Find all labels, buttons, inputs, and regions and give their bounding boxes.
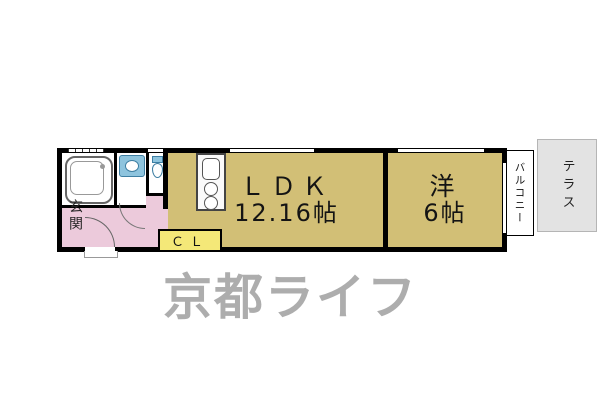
stove-burner-icon — [204, 196, 218, 210]
toilet-window — [148, 148, 163, 153]
western-area: 6帖 — [423, 198, 467, 227]
watermark: 京都ライフ — [163, 269, 419, 326]
closet-label: ＣＬ — [170, 235, 209, 250]
washbasin-bowl — [125, 160, 139, 172]
entrance-label: 玄関 — [67, 199, 83, 233]
kitchen-sink — [202, 158, 220, 180]
western-label-group: 洋 6帖 — [388, 153, 502, 247]
bathtub-inner — [70, 161, 104, 195]
interior-wall — [383, 153, 388, 247]
stove-burner-icon — [204, 182, 218, 196]
ldk-label-group: ＬＤＫ 12.16帖 — [168, 153, 383, 247]
balcony-strip: バルコニー — [506, 150, 534, 236]
building-outline: 玄関 ＬＤＫ 12.16帖 洋 6帖 ＣＬ — [57, 148, 507, 253]
western-window — [398, 148, 484, 153]
bathtub-faucet-icon — [100, 164, 105, 169]
closet-box: ＣＬ — [158, 229, 222, 252]
ldk-area: 12.16帖 — [234, 198, 339, 227]
toilet-bowl — [152, 163, 163, 178]
toilet-icon — [152, 156, 163, 163]
washroom — [117, 153, 146, 208]
bathtub-icon — [65, 156, 113, 204]
balcony-window — [502, 163, 507, 233]
bath-window — [68, 148, 104, 153]
kitchen-icon — [196, 153, 226, 211]
bathroom — [62, 153, 117, 208]
toilet-room — [146, 153, 163, 196]
interior-wall — [163, 153, 168, 247]
western-label: 洋 — [429, 172, 461, 202]
washbasin-icon — [119, 155, 145, 177]
ldk-label: ＬＤＫ — [239, 172, 333, 202]
balcony-label: バルコニー — [513, 161, 526, 225]
western-room: 洋 6帖 — [388, 153, 502, 247]
terrace-box: テラス — [537, 139, 597, 232]
terrace-label: テラス — [559, 158, 575, 213]
hall-to-ldk-opening — [163, 209, 168, 233]
entrance-porch — [84, 251, 118, 258]
ldk-window — [230, 148, 314, 153]
